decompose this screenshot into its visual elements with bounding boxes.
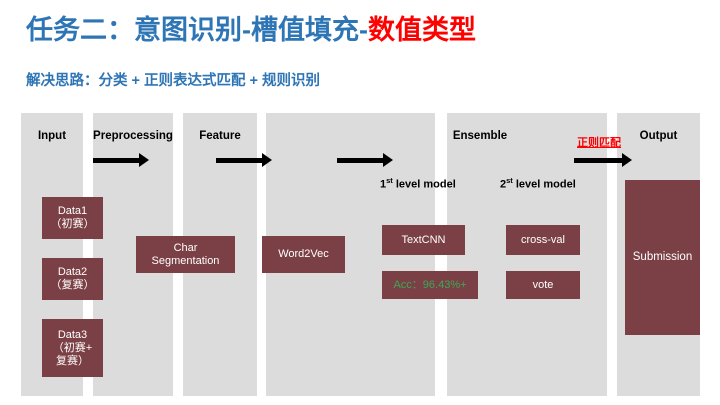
ensemble-sublabel-second-level: 2st level model [500, 176, 576, 191]
data-box-data1-line1: Data1 [57, 205, 88, 217]
data-box-data1-line2: （初赛） [50, 218, 95, 230]
ensemble-sublabel-first-level-prefix: 1 [380, 178, 387, 191]
stage-header-input: Input [37, 130, 67, 142]
process-box-char-segmentation-line2: Segmentation [151, 254, 220, 267]
arrow-ensemble-to-output [574, 153, 632, 167]
data-box-data3-line3: 复赛） [56, 354, 89, 367]
regex-match-annotation: 正则匹配 [577, 137, 621, 149]
metric-box-accuracy: Acc：96.43%+ [382, 271, 478, 299]
output-box-submission: Submission [625, 180, 700, 335]
process-box-char-segmentation: Char Segmentation [136, 236, 235, 273]
process-box-char-segmentation-line1: Char [173, 241, 198, 254]
ensemble-sublabel-second-level-prefix: 2 [500, 178, 507, 191]
page-title-highlight: 数值类型 [367, 15, 476, 45]
metric-box-accuracy-value: Acc：96.43%+ [393, 278, 467, 291]
stage-header-ensemble: Ensemble [452, 130, 508, 142]
data-box-data3-line2: （初赛+ [52, 341, 93, 354]
arrow-feature-to-ensemble [337, 153, 393, 167]
ensemble-sublabel-first-level-suffix: level model [392, 178, 456, 191]
data-box-data3: Data3 （初赛+ 复赛） [42, 319, 103, 377]
stage-header-feature: Feature [199, 130, 241, 142]
model-box-textcnn: TextCNN [382, 225, 465, 255]
feature-box-word2vec: Word2Vec [262, 236, 345, 273]
page-title-main: 任务二：意图识别-槽值填充- [26, 15, 368, 45]
arrow-input-to-preprocessing [93, 153, 149, 167]
data-box-data2-line1: Data2 [57, 266, 88, 278]
model-box-cross-val: cross-val [506, 225, 580, 255]
page-title: 任务二：意图识别-槽值填充-数值类型 [26, 12, 476, 48]
ensemble-sublabel-first-level-sup: st [386, 176, 393, 185]
stage-header-preprocessing: Preprocessing [93, 130, 173, 142]
arrow-preprocessing-to-feature [216, 153, 272, 167]
ensemble-sublabel-first-level: 1st level model [380, 176, 456, 191]
data-box-data2-line2: （复赛） [50, 279, 95, 291]
ensemble-sublabel-second-level-suffix: level model [512, 178, 576, 191]
page-subtitle: 解决思路：分类 + 正则表达式匹配 + 规则识别 [26, 73, 321, 89]
ensemble-sublabel-second-level-sup: st [506, 176, 513, 185]
model-box-vote: vote [506, 271, 580, 299]
data-box-data1: Data1 （初赛） [42, 197, 103, 239]
stage-header-output: Output [639, 130, 678, 142]
data-box-data3-line1: Data3 [57, 328, 88, 341]
data-box-data2: Data2 （复赛） [42, 258, 103, 300]
